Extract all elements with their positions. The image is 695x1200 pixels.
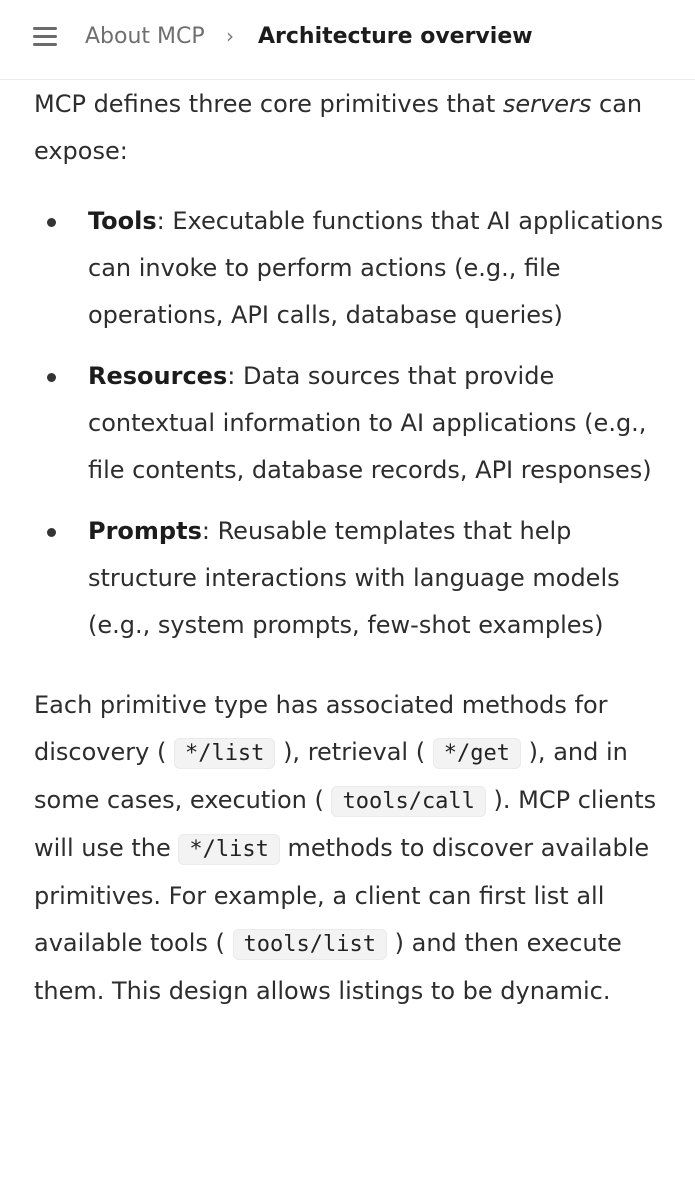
methods-paragraph: Each primitive type has associated metho… bbox=[34, 691, 657, 1005]
list-item: Tools: Executable functions that AI appl… bbox=[34, 198, 664, 339]
primitive-name: Prompts bbox=[88, 517, 202, 545]
primitive-name: Tools bbox=[88, 207, 157, 235]
primitive-description: : Reusable templates that help structure… bbox=[88, 517, 620, 639]
intro-paragraph: MCP defines three core primitives that s… bbox=[34, 90, 643, 165]
bullet-icon bbox=[47, 218, 56, 227]
hamburger-menu-icon[interactable] bbox=[33, 24, 59, 48]
breadcrumb-about-mcp[interactable]: About MCP bbox=[85, 24, 205, 49]
primitive-name: Resources bbox=[88, 362, 228, 390]
inline-code-tools-call: tools/call bbox=[331, 786, 486, 817]
bullet-icon bbox=[47, 528, 56, 537]
servers-emphasis: servers bbox=[502, 90, 592, 118]
chevron-right-icon: › bbox=[226, 24, 234, 48]
article-content: MCP defines three core primitives that s… bbox=[34, 81, 664, 1015]
inline-code-get: */get bbox=[432, 738, 521, 769]
inline-code-tools-list: tools/list bbox=[232, 929, 387, 960]
inline-code-list: */list bbox=[178, 834, 280, 865]
top-navigation-bar: About MCP › Architecture overview bbox=[0, 0, 695, 80]
list-item: Resources: Data sources that provide con… bbox=[34, 353, 664, 494]
inline-code-list: */list bbox=[173, 738, 276, 769]
page-title: Architecture overview bbox=[258, 24, 533, 49]
list-item: Prompts: Reusable templates that help st… bbox=[34, 508, 664, 649]
primitives-list: Tools: Executable functions that AI appl… bbox=[34, 198, 664, 649]
primitive-description: : Data sources that provide contextual i… bbox=[88, 362, 652, 484]
bullet-icon bbox=[47, 373, 56, 382]
primitive-description: : Executable functions that AI applicati… bbox=[88, 207, 664, 329]
